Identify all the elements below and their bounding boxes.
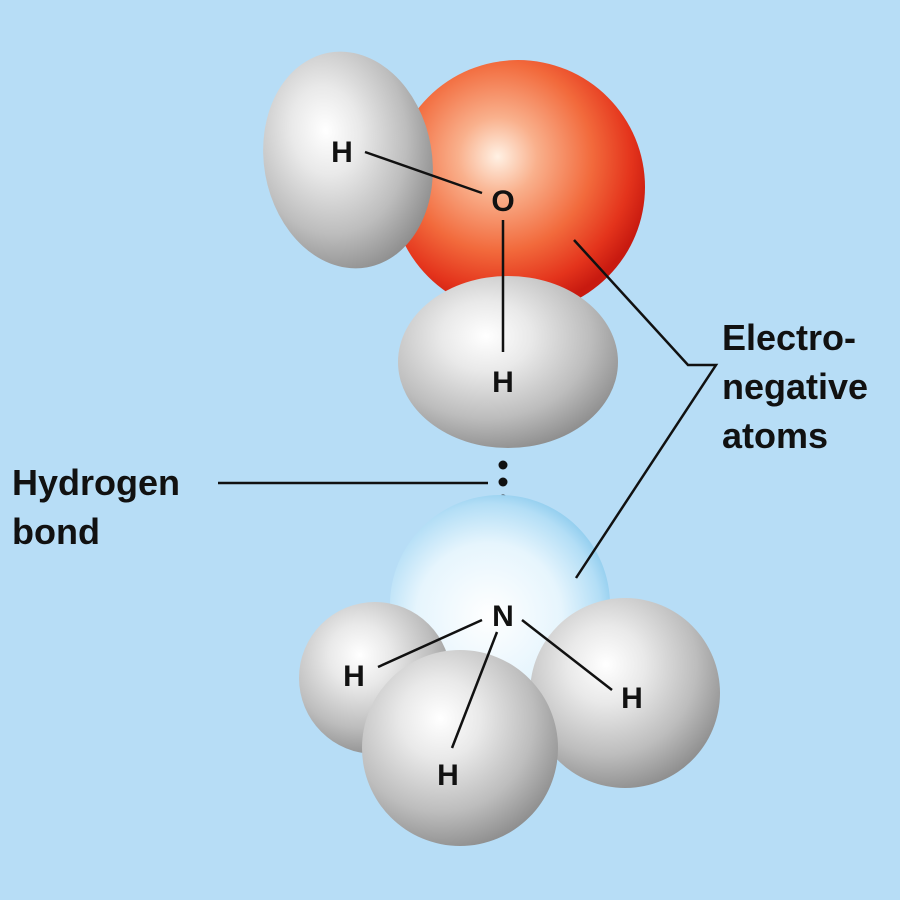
- hydrogen-atom-ammonia-right: [530, 598, 720, 788]
- electronegative-atoms-label: Electro- negative atoms: [722, 313, 868, 460]
- hydrogen-bond-label: Hydrogen bond: [12, 458, 180, 556]
- hydrogen-atom-water-top: [263, 51, 433, 269]
- bond-line-n-h-left: [377, 618, 483, 669]
- hydrogen-bond-label-line: Hydrogen: [12, 462, 181, 503]
- hydrogen-atom-label-ammonia-left: H: [343, 660, 365, 693]
- hydrogen-atom-label-ammonia-right: H: [621, 682, 643, 715]
- bond-dot: [498, 477, 508, 487]
- electronegative-label-line: atoms: [722, 415, 829, 456]
- bond-line-h-o: [364, 150, 483, 195]
- electronegative-leader-line: [573, 239, 719, 579]
- bond-line-n-h-right: [521, 619, 613, 691]
- hydrogen-atom-label-water-top: H: [331, 136, 353, 169]
- oxygen-atom-label: O: [491, 185, 514, 218]
- ammonia-molecule: N H H H: [299, 495, 720, 846]
- electronegative-label-line: negative: [722, 366, 869, 407]
- oxygen-atom: [391, 60, 645, 314]
- bond-line-n-h-bottom: [450, 631, 499, 749]
- electronegative-label-line: Electro-: [722, 317, 857, 358]
- bond-dot: [498, 460, 508, 470]
- hydrogen-atom-ammonia-bottom: [362, 650, 558, 846]
- hydrogen-atom-label-ammonia-bottom: H: [437, 759, 459, 792]
- hydrogen-atom-water-bottom: [398, 276, 618, 448]
- hydrogen-atom-label-water-bottom: H: [492, 366, 514, 399]
- water-molecule: O H H: [263, 51, 645, 448]
- nitrogen-atom-label: N: [492, 600, 514, 633]
- hydrogen-bond-label-line: bond: [12, 511, 100, 552]
